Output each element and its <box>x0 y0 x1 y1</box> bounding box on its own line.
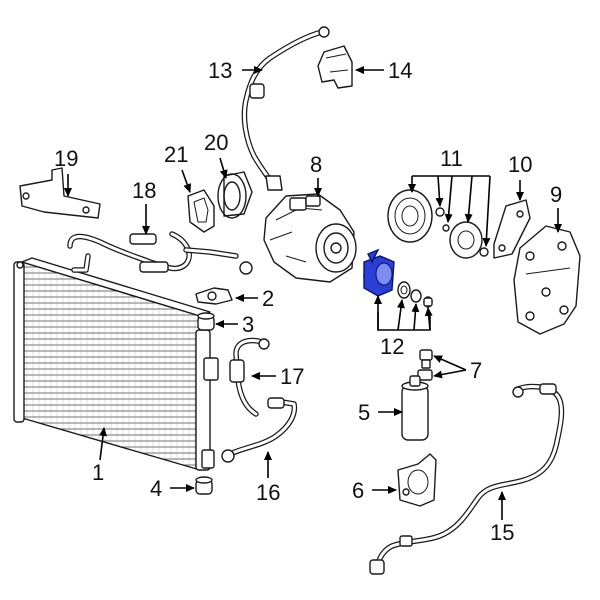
callout-5: 5 <box>358 400 370 425</box>
line-fitting[interactable] <box>195 287 233 305</box>
callout-19: 19 <box>54 146 78 171</box>
callout-2: 2 <box>262 286 274 311</box>
gasket[interactable] <box>187 189 215 233</box>
callout-14: 14 <box>388 58 412 83</box>
leader-lines <box>64 66 562 520</box>
compressor-mount[interactable] <box>513 225 581 335</box>
callout-7: 7 <box>470 358 482 383</box>
receiver-drier[interactable] <box>401 375 429 441</box>
liquid-line[interactable] <box>229 337 270 417</box>
callout-3: 3 <box>242 312 254 337</box>
callout-4: 4 <box>150 476 162 501</box>
suction-hose[interactable] <box>241 26 330 191</box>
service-cap[interactable] <box>197 312 215 331</box>
compressor-bracket[interactable] <box>493 199 531 259</box>
clutch-assembly[interactable] <box>387 189 489 259</box>
suction-pipe[interactable] <box>67 231 253 275</box>
callout-12: 12 <box>380 334 404 359</box>
pressure-switch[interactable] <box>417 349 433 381</box>
callout-18: 18 <box>132 178 156 203</box>
callout-16: 16 <box>256 480 280 505</box>
heat-shield[interactable] <box>317 45 353 89</box>
condenser[interactable] <box>13 257 219 471</box>
callout-11: 11 <box>440 146 463 171</box>
callout-9: 9 <box>550 182 562 207</box>
discharge-hose[interactable] <box>221 397 298 463</box>
clutch-shim-rings[interactable] <box>397 281 433 308</box>
callout-1: 1 <box>92 460 104 485</box>
callout-13: 13 <box>208 58 232 83</box>
callout-labels: 1 2 3 4 5 6 7 8 9 10 11 12 13 14 15 16 1… <box>54 58 562 545</box>
callout-8: 8 <box>310 152 322 177</box>
callout-17: 17 <box>280 364 304 389</box>
rubber-boot[interactable] <box>217 171 253 219</box>
callout-10: 10 <box>508 152 532 177</box>
callout-20: 20 <box>204 130 228 155</box>
condenser-bracket[interactable] <box>19 167 101 219</box>
liquid-hose[interactable] <box>369 383 565 575</box>
callout-15: 15 <box>490 520 514 545</box>
ac-compressor[interactable] <box>263 193 357 283</box>
callout-6: 6 <box>352 478 364 503</box>
mount-grommet[interactable] <box>195 476 213 495</box>
callout-21: 21 <box>164 142 188 167</box>
highlighted-clutch-part[interactable] <box>363 248 395 297</box>
drier-bracket[interactable] <box>397 453 437 507</box>
